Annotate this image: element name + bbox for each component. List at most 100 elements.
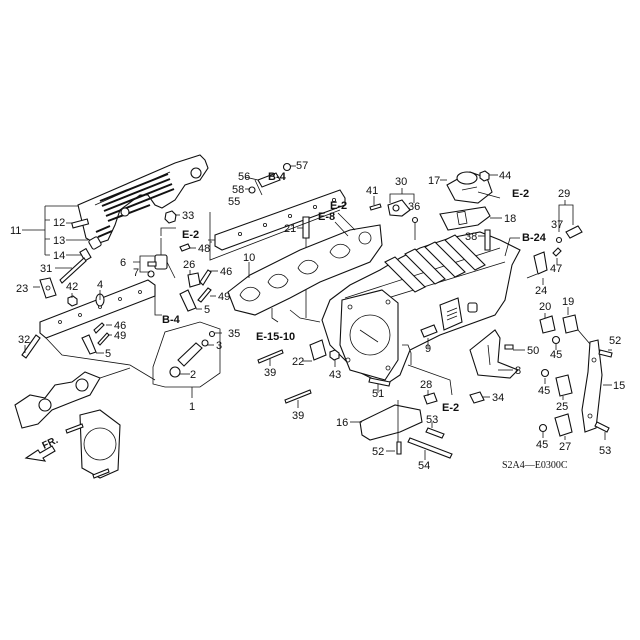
- stud-upper[interactable]: [65, 423, 84, 434]
- bolt-49-lower[interactable]: [97, 332, 110, 346]
- bolt-52-bottom[interactable]: [396, 441, 402, 455]
- stud-lower[interactable]: [92, 468, 110, 479]
- reference-labels: E-2 B-4 B-4 E-2 E-8 E-2 B-24 E-15-10 E-2: [162, 171, 547, 414]
- cover-17[interactable]: [446, 171, 493, 204]
- nut-43[interactable]: [329, 349, 340, 361]
- o-ring-7[interactable]: [147, 270, 155, 278]
- sensor-56[interactable]: [257, 172, 281, 188]
- callout-29: 29: [558, 188, 570, 200]
- bracket-24[interactable]: [526, 251, 548, 279]
- ref-e15-10: E-15-10: [256, 331, 295, 343]
- iac-valve-30[interactable]: [387, 199, 411, 217]
- bolt-53-right[interactable]: [594, 421, 610, 433]
- callout-53-bottom: 53: [426, 414, 438, 426]
- bolt-52-right[interactable]: [598, 349, 613, 358]
- callout-50: 50: [527, 345, 539, 357]
- grommet-13[interactable]: [88, 236, 102, 250]
- tape-12[interactable]: [71, 218, 90, 229]
- nut-42[interactable]: [67, 295, 78, 307]
- bracket-5-upper[interactable]: [179, 289, 197, 312]
- nut-44[interactable]: [479, 170, 490, 182]
- bracket-19[interactable]: [562, 314, 579, 334]
- callout-5-lower: 5: [105, 348, 111, 360]
- stud-38[interactable]: [484, 229, 491, 251]
- bolt-41[interactable]: [369, 203, 382, 211]
- callout-11: 11: [10, 225, 21, 237]
- callout-14: 14: [53, 250, 65, 262]
- screw-57[interactable]: [282, 162, 292, 172]
- bracket-27[interactable]: [554, 413, 573, 437]
- injector-kit-1[interactable]: [169, 330, 216, 378]
- o-ring-58[interactable]: [248, 186, 256, 194]
- bracket-8[interactable]: [469, 329, 519, 379]
- callout-53-right: 53: [599, 445, 611, 457]
- manifold-gasket-10[interactable]: [227, 224, 383, 316]
- bolt-45-middle[interactable]: [540, 368, 550, 378]
- o-ring-37[interactable]: [555, 236, 563, 244]
- ref-b4-upper: B-4: [268, 171, 287, 183]
- stud-39-lower[interactable]: [284, 389, 312, 404]
- engine-cover[interactable]: [77, 154, 209, 245]
- callout-52-right: 52: [609, 335, 621, 347]
- callout-38: 38: [465, 231, 477, 243]
- bracket-26[interactable]: [187, 272, 201, 288]
- callout-46-lower: 46: [114, 320, 126, 332]
- bracket-23[interactable]: [39, 277, 57, 299]
- callout-24: 24: [535, 285, 547, 297]
- injector-32[interactable]: [21, 334, 41, 359]
- bracket-5-lower[interactable]: [81, 334, 97, 355]
- bracket-16[interactable]: [359, 404, 423, 441]
- throttle-gasket[interactable]: [79, 409, 121, 479]
- ref-e2-manifold: E-2: [330, 200, 347, 212]
- bolt-54[interactable]: [407, 437, 453, 459]
- bolt-51[interactable]: [368, 377, 391, 387]
- bolt-46-lower[interactable]: [93, 322, 105, 334]
- callout-22: 22: [292, 356, 304, 368]
- callout-51: 51: [372, 388, 384, 400]
- clip-34[interactable]: [469, 391, 485, 404]
- bracket-20[interactable]: [539, 315, 556, 334]
- bolt-49-upper[interactable]: [197, 287, 212, 303]
- bolt-46-upper[interactable]: [199, 269, 212, 286]
- gasket-18[interactable]: [439, 206, 491, 231]
- bolt-48[interactable]: [179, 243, 191, 252]
- bracket-22[interactable]: [309, 339, 327, 361]
- fuel-pressure-regulator[interactable]: [147, 238, 176, 279]
- stay-15[interactable]: [581, 339, 603, 433]
- stud-bolt-31[interactable]: [59, 257, 87, 284]
- bolt-45-lower[interactable]: [538, 423, 548, 433]
- callout-57: 57: [296, 160, 308, 172]
- callout-49-upper: 49: [218, 291, 230, 303]
- callout-43: 43: [329, 369, 341, 381]
- bolt-45-upper[interactable]: [551, 335, 561, 345]
- injector-base-55[interactable]: [214, 189, 346, 251]
- injector-kit-box: [152, 321, 221, 388]
- bracket-25[interactable]: [555, 374, 573, 397]
- callout-45-middle: 45: [538, 385, 550, 397]
- callout-19: 19: [562, 296, 574, 308]
- bolt-53-bottom[interactable]: [425, 427, 445, 439]
- callout-46-upper: 46: [220, 266, 232, 278]
- callout-54: 54: [418, 460, 430, 472]
- callout-52-bottom: 52: [372, 446, 384, 458]
- ref-e2-bottom: E-2: [442, 402, 459, 414]
- callout-18: 18: [504, 213, 516, 225]
- callout-32: 32: [18, 334, 30, 346]
- clip-28[interactable]: [423, 392, 438, 405]
- o-ring-36[interactable]: [411, 216, 419, 224]
- sensor-29[interactable]: [565, 225, 583, 239]
- stud-39-upper[interactable]: [257, 349, 284, 364]
- callout-8: 8: [515, 365, 521, 377]
- ref-e2-cover17: E-2: [512, 188, 529, 200]
- ref-e2-cover: E-2: [182, 229, 199, 241]
- bolt-47[interactable]: [552, 247, 562, 257]
- cover-nut-33[interactable]: [164, 210, 177, 224]
- callout-44: 44: [499, 170, 511, 182]
- bolt-50[interactable]: [504, 344, 514, 350]
- front-arrow-icon: [24, 445, 56, 462]
- pipe-fitting[interactable]: [402, 344, 412, 365]
- collar-14[interactable]: [79, 247, 92, 262]
- intake-manifold[interactable]: [321, 231, 521, 386]
- link-9[interactable]: [420, 324, 438, 338]
- ref-e8: E-8: [318, 211, 335, 223]
